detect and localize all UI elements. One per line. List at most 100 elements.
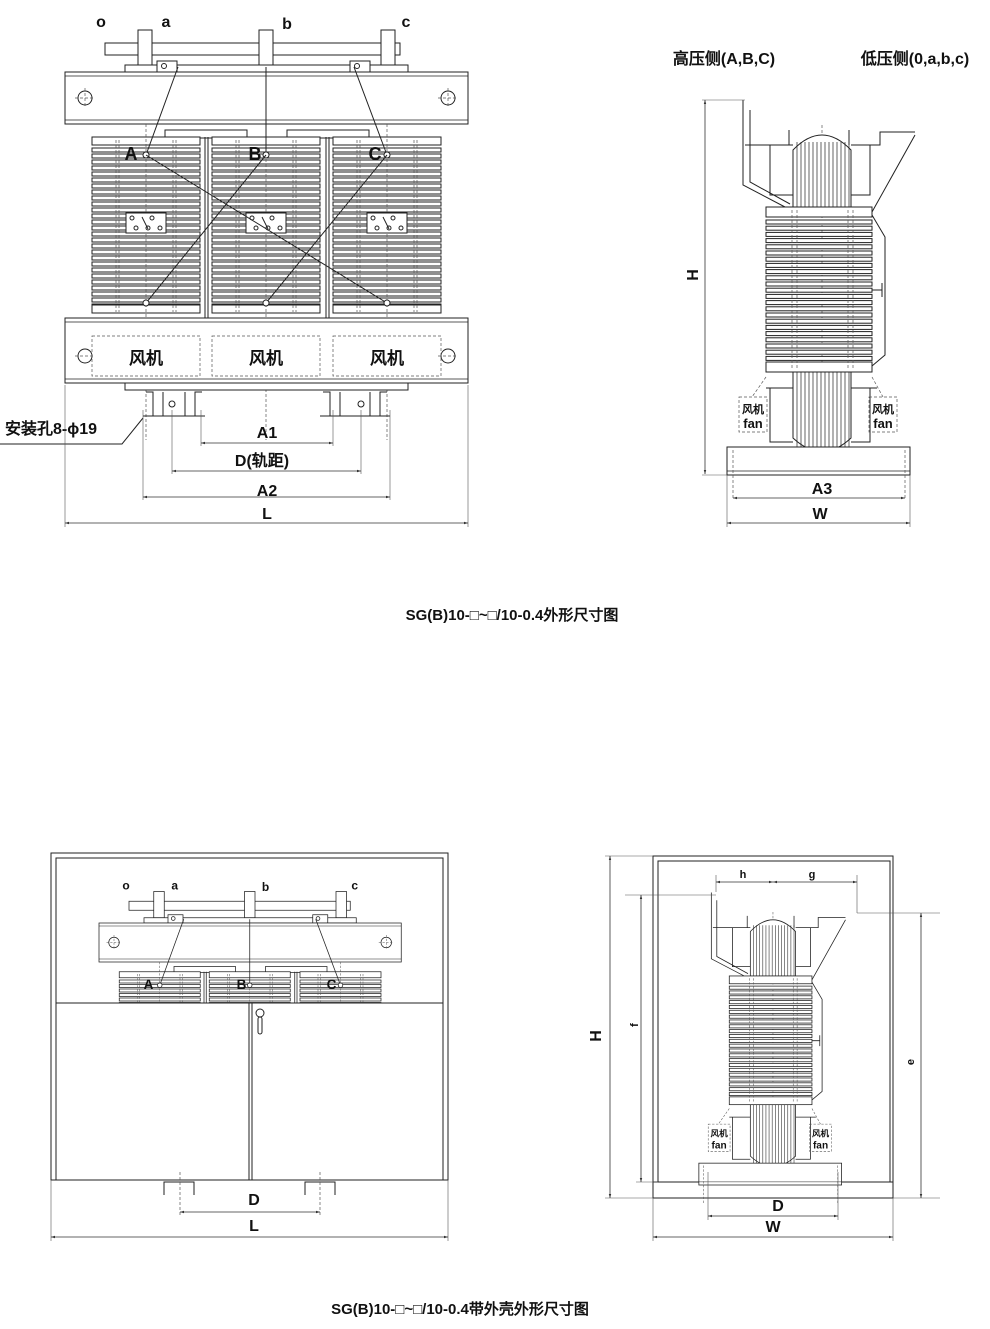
cooling-fin (728, 1048, 813, 1053)
tap-terminal (129, 215, 135, 221)
mounting-hole (168, 400, 176, 408)
cooling-fin (765, 238, 873, 244)
terminal-label-low: b (262, 880, 269, 894)
cooling-fin (728, 1038, 813, 1043)
tap-terminal (133, 225, 139, 231)
coil (332, 124, 442, 440)
terminal-point (142, 299, 150, 307)
dim-label-D: D (772, 1198, 784, 1215)
dim-label-f: f (629, 1023, 641, 1027)
terminal-label-high: B (249, 144, 262, 164)
terminal-label-low: o (96, 14, 106, 31)
cooling-fin (765, 262, 873, 268)
lifting-lug (156, 60, 178, 73)
fan-leader (718, 1108, 730, 1125)
cooling-fin (765, 225, 873, 231)
fan-box (868, 396, 898, 433)
terminal-point (262, 299, 270, 307)
cooling-fin (765, 269, 873, 275)
tap-terminal (398, 225, 404, 231)
cooling-fin (765, 231, 873, 237)
tap-terminal (157, 225, 163, 231)
lug-hole (315, 916, 321, 921)
upper-clamp (745, 130, 915, 196)
base-channel (320, 391, 390, 417)
dim-label-L: L (262, 506, 272, 523)
cooling-fin (765, 275, 873, 281)
hv-lead (742, 100, 791, 208)
tap-terminal (149, 215, 155, 221)
tap-handle (872, 283, 883, 297)
lv-lead (871, 134, 916, 367)
coil-bottom-plate (765, 361, 873, 373)
tap-link (261, 216, 269, 230)
dim-label-D: D (248, 1192, 260, 1209)
cooling-fin (728, 1024, 813, 1029)
lug-hole (161, 63, 167, 69)
core-step (265, 966, 328, 973)
upper-clamp (712, 915, 846, 967)
terminal-label-high: B (237, 977, 247, 992)
bottom-clamp-plate (124, 382, 409, 391)
cooling-fin (728, 1077, 813, 1082)
lv-terminal-post (244, 891, 256, 919)
dim-label-W: W (812, 506, 828, 523)
dim-label-H: H (685, 269, 702, 281)
base-frame (698, 1162, 842, 1186)
terminal-label-high: C (327, 977, 337, 992)
hv-lead (353, 66, 388, 156)
dim-label-D: D(轨距) (235, 451, 289, 470)
lifting-lug (349, 60, 371, 73)
terminal-label-high: A (144, 977, 154, 992)
fan-label-en: fan (813, 1140, 828, 1151)
dim-label-L: L (249, 1218, 259, 1235)
tap-terminal (390, 215, 396, 221)
tap-handle (811, 1035, 821, 1047)
delta-connection (145, 154, 388, 304)
cooling-fin (728, 1063, 813, 1067)
dim-label-e: e (905, 1059, 917, 1065)
terminal-label-low: a (162, 14, 171, 31)
fan-label-en: fan (743, 416, 763, 431)
fan-box (332, 335, 442, 377)
cooling-fin (765, 287, 873, 293)
cooling-fin (765, 250, 873, 256)
dim-label-g: g (809, 869, 816, 881)
cooling-fin (765, 293, 873, 299)
hv-lead (159, 919, 185, 986)
terminal-label-low: a (171, 878, 178, 892)
cooling-fin (728, 1005, 813, 1009)
tap-terminal (277, 225, 283, 231)
neutral-bus-bar (128, 900, 351, 911)
cooling-fin (728, 1029, 813, 1034)
lv-terminal-post (153, 891, 165, 919)
fan-label: 风机 (129, 348, 163, 368)
core-leg (749, 919, 796, 977)
lower-yoke (64, 317, 469, 384)
cooling-fin (728, 1014, 813, 1019)
coil-top-plate (765, 206, 873, 218)
fan-leader (811, 1108, 821, 1125)
core-step (173, 966, 236, 973)
tap-terminal (253, 225, 259, 231)
tap-terminal (269, 215, 275, 221)
terminal-point (157, 982, 163, 988)
cooling-fin (765, 318, 873, 324)
dim-label-A2: A2 (257, 483, 278, 500)
core-leg (749, 1104, 796, 1168)
cooling-fin (728, 1092, 813, 1097)
fan-box (91, 335, 201, 377)
cooling-fin (728, 1000, 813, 1005)
cooling-fin (765, 306, 873, 312)
cooling-fin (728, 1082, 813, 1087)
cooling-fin (765, 331, 873, 337)
cooling-fin (765, 349, 873, 355)
lower-clamp (729, 1116, 816, 1160)
tap-terminal (374, 225, 380, 231)
terminal-point (247, 982, 253, 988)
lug-hole (354, 63, 360, 69)
cooling-fin (728, 985, 813, 990)
